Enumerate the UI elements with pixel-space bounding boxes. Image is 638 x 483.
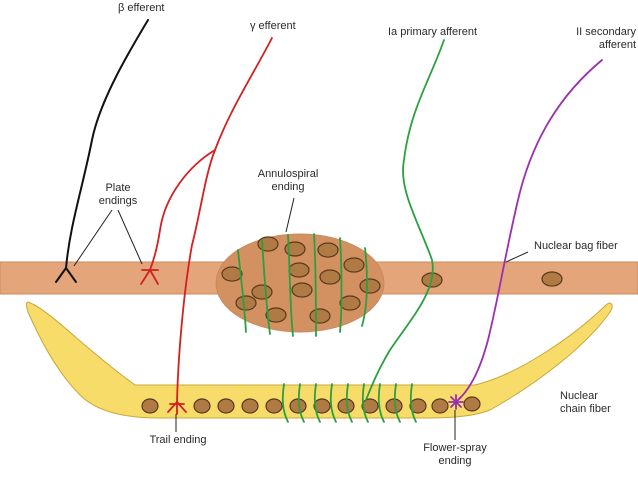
annulospiral-line2: ending xyxy=(271,181,305,193)
chain-nuclei xyxy=(141,396,481,414)
nucleus xyxy=(309,308,331,324)
nucleus xyxy=(141,398,159,414)
annulospiral-line1: Annulospiral xyxy=(257,168,319,180)
trail-ending-label: Trail ending xyxy=(149,434,207,446)
nucleus xyxy=(409,398,427,414)
nucleus xyxy=(343,257,365,273)
nuclear-chain-line2: chain fiber xyxy=(560,403,611,415)
plate-endings-line2: endings xyxy=(98,195,138,207)
nucleus xyxy=(361,398,379,414)
nucleus xyxy=(241,398,259,414)
nuclear-chain-fiber xyxy=(26,301,613,419)
nucleus xyxy=(257,236,279,252)
nucleus xyxy=(339,295,361,311)
gamma-efferent-label: γ efferent xyxy=(250,20,296,32)
pointer-lines xyxy=(73,197,529,440)
nucleus xyxy=(385,398,403,414)
nucleus xyxy=(313,398,331,414)
nucleus xyxy=(291,282,313,298)
ii-secondary-afferent-label: II secondary afferent xyxy=(548,26,636,52)
plate-endings-line1: Plate xyxy=(105,182,131,194)
nucleus xyxy=(265,307,287,323)
nucleus xyxy=(217,398,235,414)
nucleus xyxy=(463,396,481,412)
ia-primary-afferent-label: Ia primary afferent xyxy=(388,26,478,38)
nucleus xyxy=(288,262,310,278)
nuclear-chain-line1: Nuclear xyxy=(560,390,598,402)
nucleus xyxy=(284,241,306,257)
flower-spray-line2: ending xyxy=(438,455,472,467)
plate-endings-pointer-right xyxy=(117,209,143,265)
nucleus xyxy=(251,284,273,300)
flower-spray-line1: Flower-spray xyxy=(423,442,487,454)
nuclear-bag-fiber-label: Nuclear bag fiber xyxy=(534,240,618,252)
bag-nuclei xyxy=(221,236,563,324)
annulospiral-label: Annulospiral ending xyxy=(258,168,319,194)
nucleus xyxy=(319,269,341,285)
nucleus xyxy=(317,242,339,258)
plate-endings-pointer-left xyxy=(73,209,113,267)
ii-secondary-afferent-fiber xyxy=(448,59,603,410)
plate-endings-label: Plate endings xyxy=(99,182,138,208)
nucleus xyxy=(193,398,211,414)
flower-spray-label: Flower-spray ending xyxy=(423,442,487,468)
beta-efferent-label: β efferent xyxy=(118,2,165,14)
nuclear-bag-pointer xyxy=(505,251,529,263)
nucleus xyxy=(359,278,381,294)
nucleus xyxy=(541,271,563,287)
annulospiral-pointer xyxy=(285,197,295,233)
nucleus xyxy=(289,398,307,414)
nucleus xyxy=(265,398,283,414)
nucleus xyxy=(221,266,243,282)
nucleus xyxy=(337,398,355,414)
nucleus xyxy=(431,398,449,414)
gamma-efferent-fiber xyxy=(140,37,273,415)
ii-secondary-line2: afferent xyxy=(598,39,636,51)
nuclear-chain-fiber-label: Nuclear chain fiber xyxy=(560,390,611,416)
beta-efferent-fiber xyxy=(55,19,149,283)
ia-primary-afferent-fiber xyxy=(237,39,445,423)
ii-secondary-line1: II secondary xyxy=(576,26,636,38)
nucleus xyxy=(235,295,257,311)
